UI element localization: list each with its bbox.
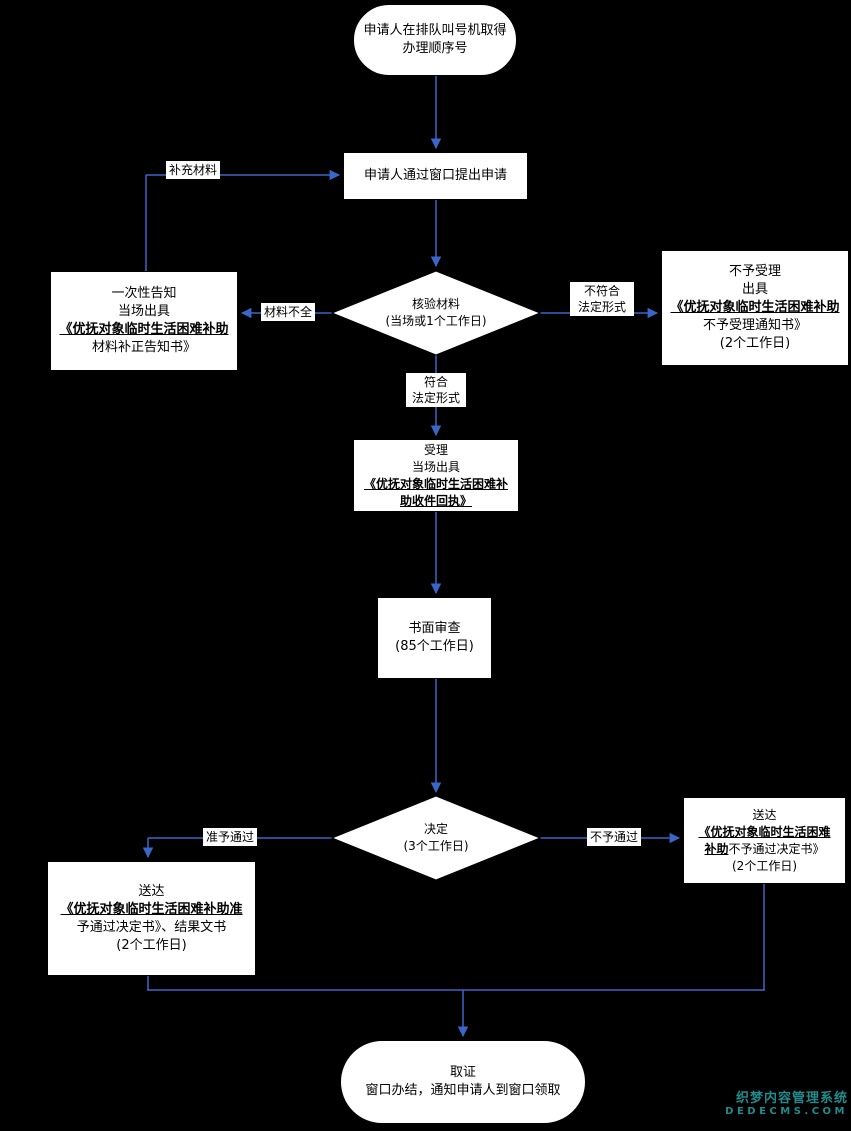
node-apply: 申请人通过窗口提出申请: [343, 152, 528, 200]
watermark-line2: DEDECMS.COM: [725, 1106, 848, 1117]
edge-label-conform: 符合 法定形式: [406, 373, 466, 407]
node-accept: 受理 当场出具 《优抚对象临时生活困难补 助收件回执》: [353, 439, 519, 512]
node-verify-text: 核验材料 (当场或1个工作日): [346, 296, 526, 330]
notaccept-document-title: 《优抚对象临时生活困难补助: [670, 300, 840, 315]
edge-label-conform-line2: 法定形式: [411, 391, 460, 405]
node-verify-line2: (当场或1个工作日): [385, 314, 487, 328]
edge-label-approved: 准予通过: [203, 828, 258, 846]
node-supplement-line1: 一次性告知: [111, 286, 177, 301]
node-verify-line1: 核验材料: [411, 297, 460, 311]
deny-line3-rest: 不予通过决定书》: [728, 841, 825, 856]
node-decision-line2: (3个工作日): [403, 839, 469, 853]
node-start: 申请人在排队叫号机取得 办理顺序号: [353, 4, 517, 76]
node-end: 取证 窗口办结，通知申请人到窗口领取: [340, 1040, 586, 1124]
node-review-line2: (85个工作日): [395, 639, 474, 654]
node-supplement-line2: 当场出具: [117, 304, 170, 319]
watermark-line1: 织梦内容管理系统: [735, 1091, 848, 1106]
edge-label-conform-line1: 符合: [423, 375, 448, 389]
edge-label-nonconform-line2: 法定形式: [577, 300, 626, 314]
node-deny-delivery: 送达 《优抚对象临时生活困难 补助不予通过决定书》 (2个工作日): [683, 797, 846, 884]
approve-document-title: 《优抚对象临时生活困难补助准: [60, 901, 243, 917]
node-supplement-notice: 一次性告知 当场出具 《优抚对象临时生活困难补助 材料补正告知书》: [50, 271, 238, 371]
node-deny-line4: (2个工作日): [732, 858, 797, 873]
deny-document-title-part: 补助: [704, 841, 729, 856]
node-notaccept-line5: (2个工作日): [719, 336, 791, 351]
deny-document-title: 《优抚对象临时生活困难: [698, 824, 831, 839]
node-decision-shape: [330, 795, 542, 881]
node-decision-line1: 决定: [423, 822, 448, 836]
edge-label-denied: 不予通过: [587, 828, 642, 846]
node-notaccept-line1: 不予受理: [728, 264, 781, 279]
node-start-line1: 申请人在排队叫号机取得: [363, 23, 507, 38]
watermark: 织梦内容管理系统 DEDECMS.COM: [725, 1087, 848, 1117]
accept-document-title-2: 助收件回执》: [399, 493, 472, 508]
node-deny-line3: 补助不予通过决定书》: [704, 841, 824, 858]
node-verify-shape: [330, 270, 542, 356]
node-approve-line4: (2个工作日): [116, 937, 187, 953]
node-notaccept-line4: 不予受理通知书》: [702, 318, 807, 333]
node-supplement-line4: 材料补正告知书》: [91, 340, 196, 355]
edge-label-supplement: 补充材料: [166, 161, 221, 179]
node-review-line1: 书面审查: [408, 621, 461, 636]
node-apply-line1: 申请人通过窗口提出申请: [363, 168, 507, 183]
node-not-accept: 不予受理 出具 《优抚对象临时生活困难补助 不予受理通知书》 (2个工作日): [661, 250, 849, 366]
node-decision-text: 决定 (3个工作日): [346, 821, 526, 855]
edge-label-incomplete: 材料不全: [261, 303, 316, 321]
node-notaccept-line2: 出具: [741, 282, 768, 297]
node-approve-line1: 送达: [138, 883, 165, 899]
node-accept-line1: 受理: [423, 442, 448, 457]
node-review: 书面审查 (85个工作日): [377, 597, 492, 679]
edge-label-nonconform-line1: 不符合: [583, 284, 620, 298]
node-end-line2: 窗口办结，通知申请人到窗口领取: [365, 1083, 561, 1098]
node-approve-line3: 予通过决定书》、结果文书: [76, 919, 227, 935]
edge-label-nonconform: 不符合 法定形式: [570, 282, 634, 316]
accept-document-title-1: 《优抚对象临时生活困难补: [363, 476, 508, 491]
node-approve-delivery: 送达 《优抚对象临时生活困难补助准 予通过决定书》、结果文书 (2个工作日): [47, 861, 256, 976]
node-deny-line1: 送达: [752, 807, 777, 822]
node-start-line2: 办理顺序号: [402, 41, 468, 56]
supplement-document-title: 《优抚对象临时生活困难补助: [59, 322, 229, 337]
node-end-line1: 取证: [449, 1065, 476, 1080]
node-accept-line2: 当场出具: [411, 459, 460, 474]
